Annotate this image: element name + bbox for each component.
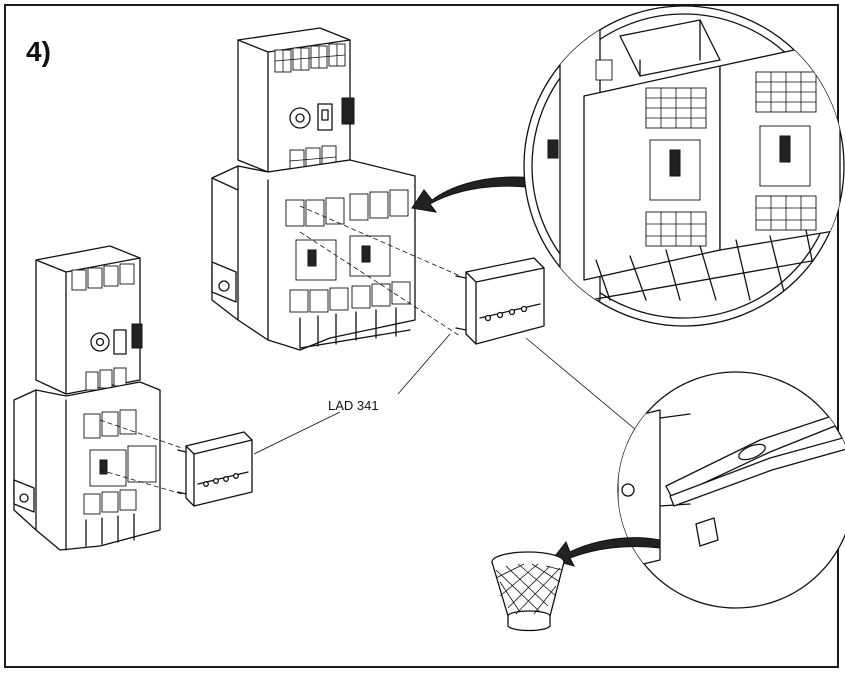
upper-lad-module-icon <box>455 257 545 345</box>
zoom-detail-icon <box>523 5 845 327</box>
upper-terminal-grid <box>285 189 411 313</box>
part-label: LAD 341 <box>328 398 379 413</box>
step-number: 4) <box>26 36 51 67</box>
lower-starter-assembly-icon <box>13 245 161 551</box>
pliers-detail-icon <box>617 371 845 609</box>
upper-starter-assembly-icon <box>211 27 416 351</box>
waste-basket-icon <box>491 551 565 632</box>
lower-lad-module-icon <box>177 431 253 507</box>
figure-frame <box>4 4 839 668</box>
